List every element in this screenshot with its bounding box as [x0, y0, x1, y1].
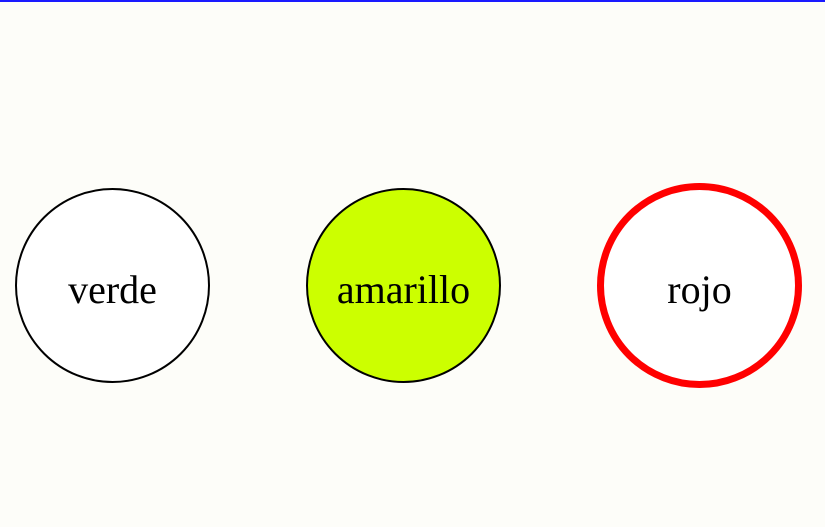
top-border-line: [0, 0, 825, 2]
verde-circle-button[interactable]: verde: [15, 188, 210, 383]
verde-label: verde: [68, 266, 157, 312]
rojo-circle-button[interactable]: rojo: [597, 183, 802, 388]
rojo-label: rojo: [667, 266, 732, 312]
amarillo-circle-button[interactable]: amarillo: [306, 188, 501, 383]
amarillo-label: amarillo: [336, 266, 471, 312]
